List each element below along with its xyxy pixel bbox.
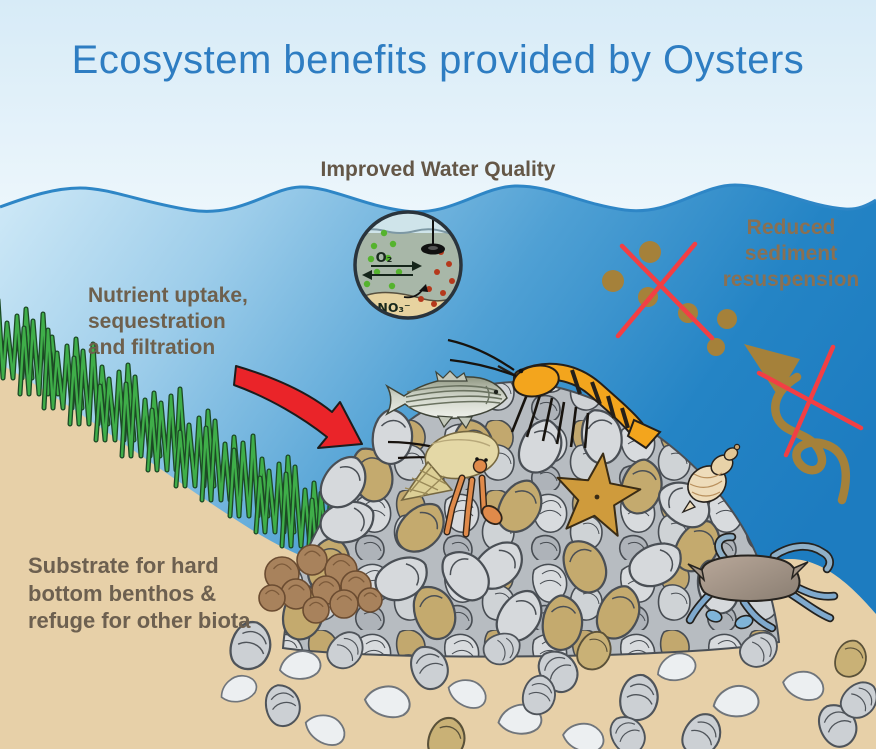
whelk-siphon — [681, 499, 697, 514]
whelk-ribs — [689, 472, 723, 497]
reef-oyster-shell — [541, 594, 584, 651]
mussel-cluster — [258, 544, 383, 624]
mussel-detail — [336, 595, 353, 601]
starfish — [556, 452, 642, 537]
crab-carapace — [698, 554, 801, 602]
mussel-detail — [304, 550, 321, 557]
water-quality-monitor-icon: O₂ NO₃⁻ — [353, 210, 463, 320]
mussel-detail — [363, 592, 378, 598]
seagrass-blade — [146, 387, 188, 472]
shrimp-legs — [510, 391, 590, 449]
hermit-head — [472, 458, 488, 474]
oxygen-exchange-arrows — [362, 261, 422, 280]
mussel — [258, 584, 286, 612]
hermit-claw — [481, 504, 503, 526]
substrate-label: Substrate for hard bottom benthos & refu… — [28, 553, 251, 634]
dorsal-fin — [435, 370, 468, 382]
mussel-detail — [273, 563, 292, 571]
fish-eye — [493, 389, 499, 395]
hermit-crab — [387, 430, 503, 538]
oxygen-molecules — [363, 229, 403, 290]
fish-stripes — [405, 385, 503, 408]
nitrate-label: NO₃⁻ — [377, 300, 410, 315]
reduced-sediment-label: Reduced sediment resuspension — [722, 216, 860, 292]
mussel-detail — [318, 581, 335, 587]
crab-legs — [685, 579, 839, 633]
seabed-sand — [0, 364, 876, 756]
improved-water-quality-label: Improved Water Quality — [320, 158, 556, 181]
mussel-detail — [309, 601, 324, 608]
nutrient-uptake-label: Nutrient uptake, sequestration and filtr… — [88, 284, 248, 360]
hermit-shell-spire — [400, 460, 454, 502]
main-title: Ecosystem benefits provided by Oysters — [71, 38, 805, 82]
reef-oyster-shell — [371, 408, 414, 465]
mussel-detail — [288, 584, 305, 591]
inset-outline — [353, 210, 463, 320]
mussel — [329, 589, 359, 619]
ventral-fins — [436, 415, 474, 430]
water-surface-line — [0, 183, 876, 214]
nitrate-release-arrowhead — [419, 284, 428, 292]
mussel — [357, 587, 383, 613]
oxygen-label: O₂ — [376, 251, 393, 266]
nutrient-flow-arrow — [233, 365, 363, 449]
shrimp — [447, 338, 662, 450]
mussel — [302, 596, 330, 624]
mussel-detail — [265, 589, 280, 596]
mussel — [296, 544, 328, 576]
shrimp-tail — [626, 418, 662, 450]
gill-line — [485, 385, 490, 405]
crab-claws — [714, 532, 834, 574]
mussel-detail — [348, 576, 365, 583]
shrimp-carapace — [512, 364, 560, 398]
resuspension-cross-icon — [756, 344, 864, 458]
sediment-cross-icon — [615, 241, 715, 341]
shrimp-eye — [518, 368, 524, 374]
hermit-crab-legs — [443, 474, 503, 538]
striped-bass-fish — [385, 370, 508, 430]
bottom-border — [0, 749, 876, 756]
blue-crab — [685, 532, 839, 633]
resuspension-swirl-arrow — [744, 344, 851, 505]
oyster-reef — [278, 381, 781, 658]
shrimp-bands — [570, 369, 630, 429]
mussel-detail — [332, 559, 351, 567]
shrimp-antennae — [447, 338, 517, 378]
whelk-snail — [681, 443, 741, 514]
